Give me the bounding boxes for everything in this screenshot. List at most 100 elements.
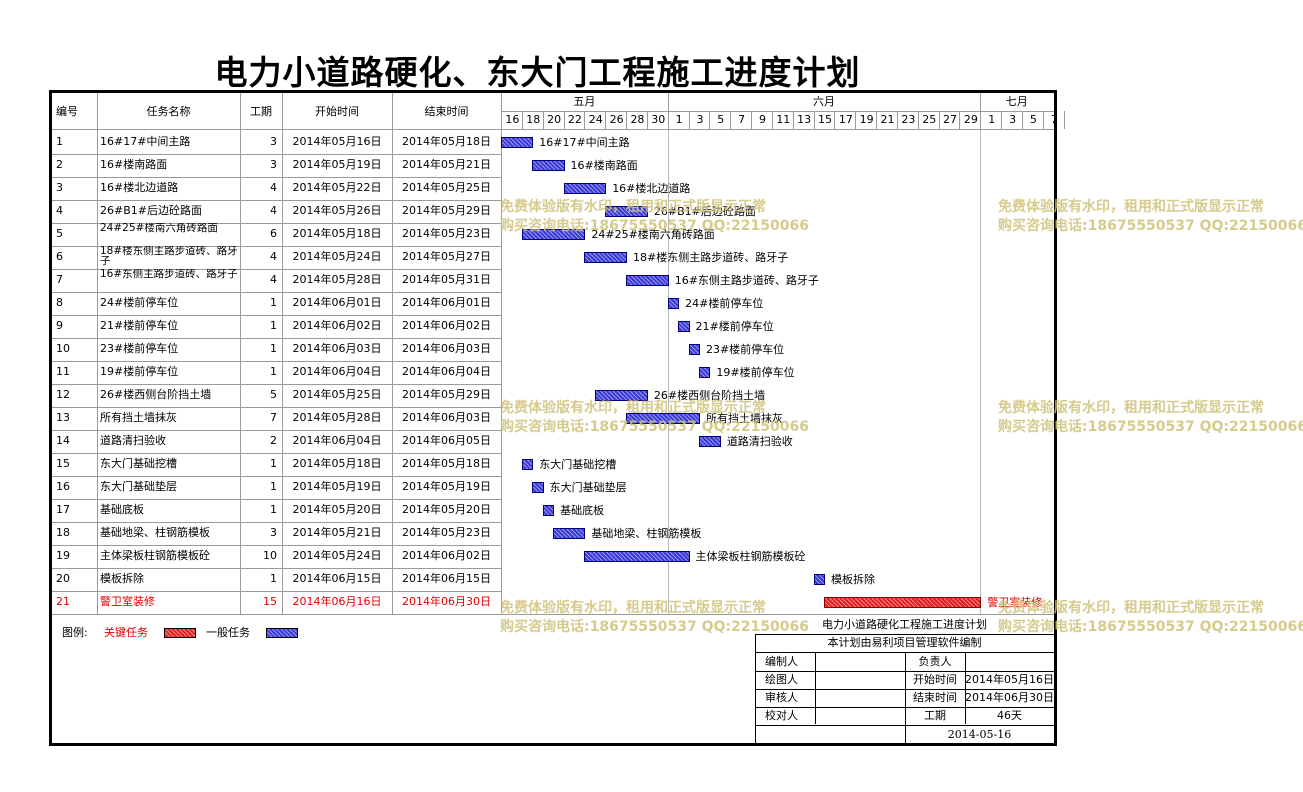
gantt-bar[interactable] [532, 482, 544, 493]
header-rule [501, 111, 1054, 112]
task-id: 2 [56, 158, 63, 171]
day-label: 22 [567, 113, 582, 126]
watermark-contact: 购买咨询电话:18675550537 QQ:22150066 [500, 619, 809, 635]
row-divider [52, 154, 501, 155]
day-label: 20 [547, 113, 562, 126]
gantt-bar[interactable] [584, 551, 690, 562]
day-label: 7 [1050, 113, 1058, 126]
gantt-bar[interactable] [813, 574, 825, 585]
gantt-bar[interactable] [521, 229, 586, 240]
task-start: 2014年06月15日 [292, 572, 382, 585]
day-label: 23 [901, 113, 916, 126]
day-label: 25 [922, 113, 937, 126]
watermark-text: 免费体验版有水印，租用和正式版显示正常 [500, 400, 766, 416]
day-divider [1022, 111, 1023, 129]
gantt-bar[interactable] [594, 390, 648, 401]
gantt-bar[interactable] [698, 436, 721, 447]
legend-normal-label: 一般任务 [206, 626, 250, 639]
column-divider [97, 93, 98, 614]
gantt-bar-label: 24#楼前停车位 [685, 297, 764, 310]
task-id: 9 [56, 319, 63, 332]
task-duration: 1 [270, 319, 277, 332]
gantt-bar-label: 道路清扫验收 [726, 435, 793, 448]
row-divider [52, 522, 501, 523]
gantt-bar[interactable] [542, 505, 555, 516]
gantt-bar[interactable] [553, 528, 586, 539]
gantt-bar[interactable] [521, 459, 534, 470]
gantt-bar-label: 模板拆除 [831, 573, 876, 586]
row-divider [52, 269, 501, 270]
task-start: 2014年05月24日 [292, 250, 382, 263]
day-label: 9 [758, 113, 766, 126]
task-id: 16 [56, 480, 70, 493]
column-header-start: 开始时间 [315, 105, 359, 118]
task-start: 2014年05月25日 [292, 388, 382, 401]
month-guide-line [980, 129, 982, 614]
day-divider [688, 111, 690, 129]
gantt-bar-label: 警卫室装修 [987, 596, 1043, 609]
task-name: 16#楼南路面 [100, 158, 168, 171]
day-label: 15 [818, 113, 832, 126]
task-duration: 4 [270, 250, 277, 263]
month-label: 五月 [573, 95, 596, 108]
task-id: 1 [56, 135, 63, 148]
gantt-bar[interactable] [678, 321, 690, 332]
gantt-bar[interactable] [605, 206, 648, 217]
day-label: 17 [838, 113, 853, 126]
legend-critical-swatch [164, 628, 196, 638]
task-end: 2014年06月30日 [402, 595, 491, 608]
gantt-bar[interactable] [824, 597, 982, 608]
month-label: 七月 [1005, 95, 1028, 108]
task-name: 主体梁板柱钢筋模板砼 [100, 549, 210, 562]
gantt-bar[interactable] [563, 183, 607, 194]
task-start: 2014年05月19日 [292, 480, 382, 493]
gantt-bar[interactable] [626, 413, 700, 424]
row-divider [52, 591, 501, 592]
column-header-end: 结束时间 [424, 105, 469, 118]
column-header-id: 编号 [56, 105, 78, 118]
day-label: 27 [943, 113, 958, 126]
gantt-bar[interactable] [532, 160, 565, 171]
task-duration: 1 [270, 503, 277, 516]
day-label: 21 [880, 113, 895, 126]
day-divider [896, 111, 898, 129]
day-label: 5 [717, 113, 725, 126]
task-id: 7 [56, 273, 63, 286]
task-duration: 3 [270, 158, 277, 171]
info-rule [755, 634, 1054, 635]
info-duration-label: 工期 [924, 709, 946, 722]
task-start: 2014年05月20日 [292, 503, 382, 516]
task-duration: 1 [270, 365, 277, 378]
gantt-bar[interactable] [667, 298, 680, 309]
watermark-text: 免费体验版有水印，租用和正式版显示正常 [500, 600, 766, 616]
day-label: 13 [797, 113, 812, 126]
info-reviewer-label: 审核人 [765, 691, 798, 704]
task-end: 2014年06月01日 [402, 296, 491, 309]
gantt-bar[interactable] [688, 344, 700, 355]
info-rule [755, 707, 1054, 708]
task-start: 2014年05月18日 [292, 227, 382, 240]
info-end-value: 2014年06月30日 [965, 691, 1054, 704]
task-name: 21#楼前停车位 [100, 319, 179, 332]
gantt-bar-label: 18#楼东侧主路步道砖、路牙子 [633, 251, 789, 264]
gantt-bar-label: 基础底板 [560, 504, 605, 517]
legend-label: 图例: [62, 626, 88, 639]
task-end: 2014年06月05日 [402, 434, 491, 447]
task-name: 26#B1#后边砼路面 [100, 204, 202, 217]
day-divider [1063, 111, 1065, 129]
gantt-bar[interactable] [584, 252, 628, 263]
day-label: 19 [859, 113, 874, 126]
watermark-contact: 购买咨询电话:18675550537 QQ:22150066 [998, 218, 1303, 234]
day-label: 3 [1009, 113, 1017, 126]
day-divider [855, 111, 857, 129]
gantt-bar[interactable] [501, 137, 534, 148]
task-start: 2014年06月02日 [292, 319, 382, 332]
task-duration: 4 [270, 181, 277, 194]
gantt-bar[interactable] [626, 275, 669, 286]
day-divider [876, 111, 878, 129]
gantt-bar[interactable] [698, 367, 711, 378]
day-divider [834, 111, 836, 129]
info-rule [755, 652, 1054, 653]
info-start-value: 2014年05月16日 [965, 673, 1054, 686]
row-divider [52, 246, 501, 247]
